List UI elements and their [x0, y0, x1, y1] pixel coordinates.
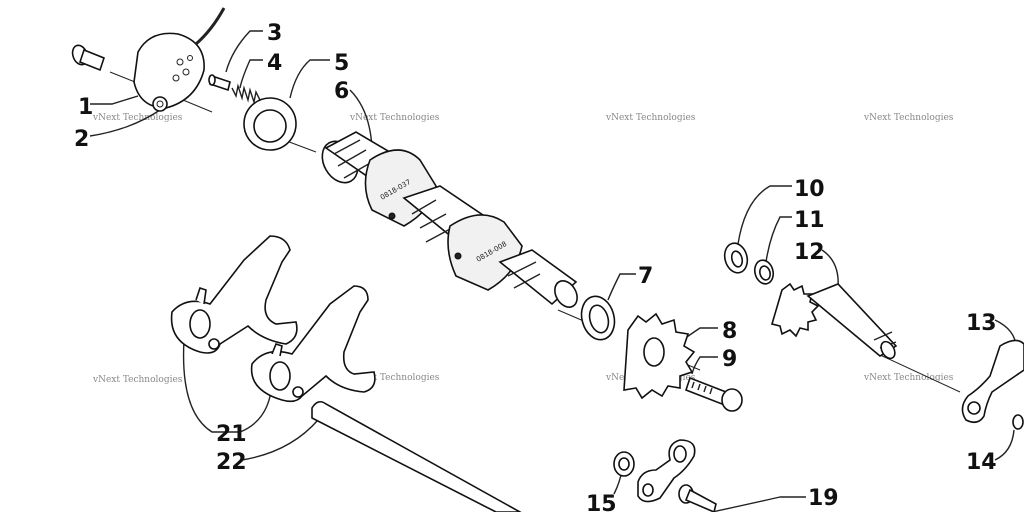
- shift-fork-part: [250, 285, 376, 403]
- callout-number: 9: [722, 347, 737, 372]
- shift-arm-part: [961, 339, 1024, 424]
- fork-shaft-part: [311, 400, 522, 512]
- watermark: vNext Technologies: [863, 373, 954, 383]
- bolt-part: [71, 44, 105, 72]
- watermark: vNext Technologies: [863, 113, 954, 123]
- bolt-part: [678, 484, 717, 512]
- spring-part: [231, 83, 261, 105]
- shift-sensor-part: [133, 7, 226, 112]
- callout-number: 19: [808, 486, 839, 511]
- watermark: vNext Technologies: [92, 375, 183, 385]
- washer-part: [243, 97, 297, 151]
- shift-shaft-part: [770, 282, 898, 360]
- callout-number: 12: [794, 240, 825, 265]
- shift-fork-part: [170, 235, 298, 354]
- callout-number: 15: [586, 492, 617, 512]
- star-gear-part: [623, 312, 696, 400]
- shift-drum-part: 0818-037 0818-008: [321, 131, 578, 308]
- callout-number: 22: [216, 450, 247, 475]
- callout-number: 8: [722, 319, 737, 344]
- bolt-part: [685, 376, 743, 412]
- watermark: vNext Technologies: [349, 373, 440, 383]
- washer-part: [723, 242, 749, 274]
- callout-number: 7: [638, 264, 653, 289]
- shift-lever-part: [637, 439, 696, 503]
- washer-part: [580, 295, 616, 341]
- callout-number: 5: [334, 51, 349, 76]
- callout-number: 6: [334, 79, 349, 104]
- callout-number: 11: [794, 208, 825, 233]
- callout-labels: 1 2 3 4 5 6 7 8 9 10 11 12 13 14 15 19 2…: [74, 21, 997, 512]
- detent-pin-part: [208, 74, 231, 92]
- callout-number: 4: [267, 51, 282, 76]
- callout-number: 1: [78, 95, 93, 120]
- callout-number: 14: [966, 450, 997, 475]
- watermark: vNext Technologies: [605, 113, 696, 123]
- bolt-part: [1012, 414, 1024, 430]
- callout-number: 2: [74, 127, 89, 152]
- callout-number: 3: [267, 21, 282, 46]
- washer-part: [613, 451, 635, 477]
- callout-number: 21: [216, 422, 247, 447]
- watermark: vNext Technologies: [92, 113, 183, 123]
- circlip-part: [753, 259, 775, 285]
- callout-number: 10: [794, 177, 825, 202]
- callout-number: 13: [966, 311, 997, 336]
- watermark: vNext Technologies: [349, 113, 440, 123]
